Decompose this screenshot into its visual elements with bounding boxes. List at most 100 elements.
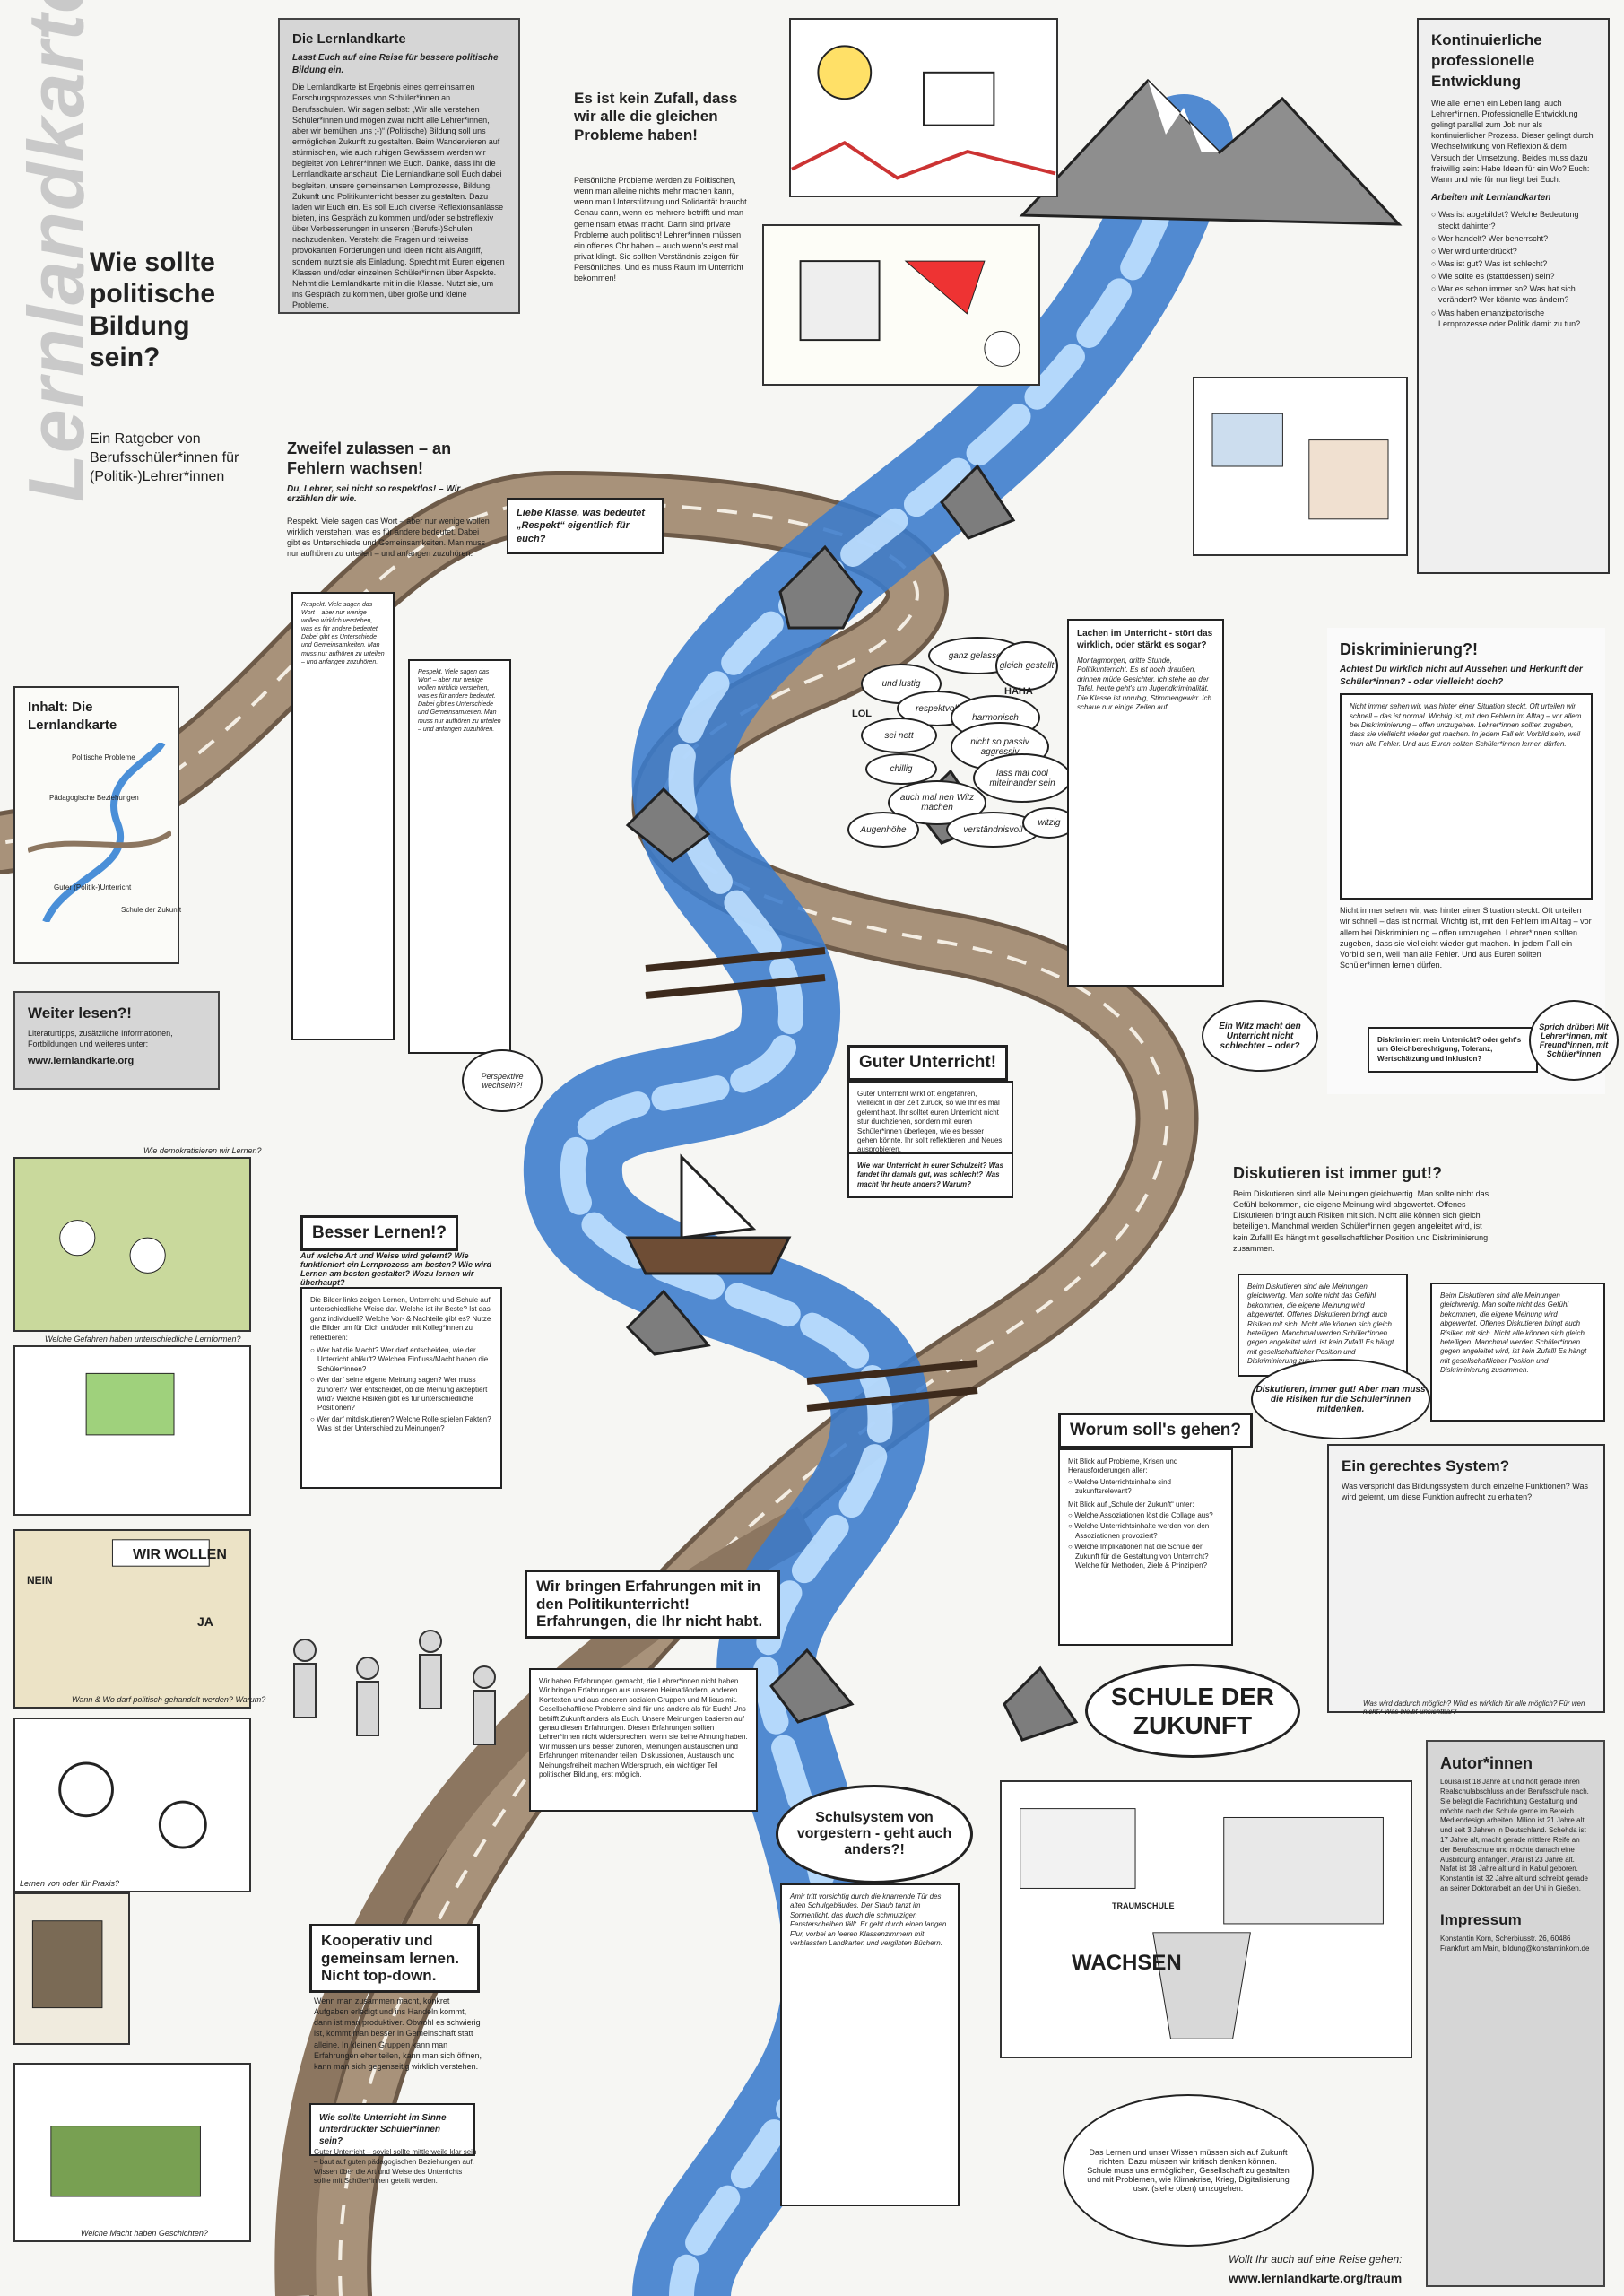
list-item: Welche Unterrichtsinhalte sind zukunftsr…	[1074, 1478, 1223, 1497]
inhalt-panel: Inhalt: Die Lernlandkarte	[13, 686, 179, 964]
perspektive-bubble: Perspektive wechseln?!	[462, 1049, 543, 1112]
laugh-bubble: chillig	[865, 753, 937, 785]
kontinuierlich-panel: Kontinuierliche professionelle Entwicklu…	[1417, 18, 1610, 574]
left-illustration	[13, 1529, 251, 1709]
besser-lernen-lead: Auf welche Art und Weise wird gelernt? W…	[300, 1251, 491, 1287]
inhalt-label: Politische Probleme	[72, 753, 135, 761]
liebe-klasse-note: Liebe Klasse, was bedeutet „Respekt“ eig…	[507, 498, 664, 554]
gerechtes-title: Ein gerechtes System?	[1342, 1457, 1510, 1474]
zweifel-lead: Du, Lehrer, sei nicht so respektlos! – W…	[287, 484, 461, 504]
list-item: War es schon immer so? Was hat sich verä…	[1438, 283, 1595, 305]
schule-zukunft-banner: SCHULE DER ZUKUNFT	[1085, 1664, 1300, 1758]
gerechtes-body: Was verspricht das Bildungssystem durch …	[1342, 1481, 1588, 1502]
autor-panel: Autor*innen Louisa ist 18 Jahre alt und …	[1426, 1740, 1605, 2287]
guter-unterricht-question: Wie war Unterricht in eurer Schulzeit? W…	[847, 1152, 1013, 1199]
inhalt-title: Inhalt: Die Lernlandkarte	[28, 700, 117, 734]
main-title: Wie sollte politische Bildung sein?	[90, 248, 216, 373]
laugh-bubble: gleich gestellt	[995, 641, 1058, 691]
guter-unterricht-body: Guter Unterricht wirkt oft eingefahren, …	[847, 1081, 1013, 1164]
stories-note: Respekt. Viele sagen das Wort – aber nur…	[291, 592, 395, 1040]
diskriminierung-body: Nicht immer sehen wir, was hinter einer …	[1340, 906, 1592, 970]
kontinuierlich-sub: Arbeiten mit Lernlandkarten	[1431, 192, 1551, 203]
sprich-bubble: Sprich drüber! Mit Lehrer*innen, mit Fre…	[1529, 1000, 1619, 1081]
left-illustration	[13, 1157, 251, 1332]
zweifel-title: Zweifel zulassen – an Fehlern wachsen!	[287, 439, 452, 477]
side-caption: Wie demokratisieren wir Lernen?	[143, 1146, 262, 1155]
kooperativ-body: Wenn man zusammen macht, konkret Aufgabe…	[314, 1996, 482, 2071]
list-item: Wer handelt? Wer beherrscht?	[1438, 233, 1595, 244]
guter-unterricht-title: Guter Unterricht!	[847, 1045, 1009, 1081]
autor-title: Autor*innen	[1440, 1754, 1533, 1772]
laugh-text: LOL	[852, 709, 872, 719]
kontinuierlich-questions: Was ist abgebildet? Welche Bedeutung ste…	[1431, 209, 1595, 328]
impressum-body: Konstantin Korn, Scherbiusstr. 26, 60486…	[1440, 1934, 1590, 1952]
inhalt-label: Guter (Politik-)Unterricht	[54, 883, 132, 891]
laugh-bubble: Augenhöhe	[847, 812, 919, 848]
boat	[625, 1153, 792, 1275]
side-caption: Welche Macht haben Geschichten?	[81, 2229, 208, 2238]
kooperativ-title: Kooperativ und gemeinsam lernen. Nicht t…	[309, 1924, 480, 1993]
intro-title: Die Lernlandkarte	[292, 31, 406, 47]
mini-map	[27, 740, 173, 924]
diskriminierung-lead: Achtest Du wirklich nicht auf Aussehen u…	[1340, 665, 1583, 687]
worum-title: Worum soll's gehen?	[1058, 1413, 1254, 1448]
people-silhouettes	[293, 1630, 496, 1745]
list-item: Welche Assoziationen löst die Collage au…	[1074, 1511, 1223, 1520]
weiter-panel: Weiter lesen?! Literaturtipps, zusätzlic…	[13, 991, 220, 1090]
subtitle: Ein Ratgeber von Berufsschüler*innen für…	[90, 431, 239, 484]
diskutieren-story: Beim Diskutieren sind alle Meinungen gle…	[1238, 1274, 1408, 1377]
intro-panel: Die Lernlandkarte Lasst Euch auf eine Re…	[278, 18, 520, 314]
side-caption: Welche Gefahren haben unterschiedliche L…	[45, 1335, 241, 1344]
erfahrungen-title: Wir bringen Erfahrungen mit in den Polit…	[525, 1570, 780, 1639]
left-illustration	[13, 1718, 251, 1892]
lachen-note: Lachen im Unterricht - stört das wirklic…	[1067, 619, 1224, 987]
zweifel-body-repeat: Respekt. Viele sagen das Wort – aber nur…	[301, 602, 385, 665]
bridge	[645, 947, 978, 1412]
diskriminierung-box: Diskriminiert mein Unterricht? oder geht…	[1368, 1027, 1538, 1074]
side-caption: Lernen von oder für Praxis?	[20, 1879, 120, 1888]
diskriminierung-body: Nicht immer sehen wir, was hinter einer …	[1350, 702, 1582, 748]
diskutieren-body-repeat: Beim Diskutieren sind alle Meinungen gle…	[1440, 1292, 1587, 1375]
kontinuierlich-title: Kontinuierliche professionelle Entwicklu…	[1431, 31, 1542, 90]
laugh-bubble: sei nett	[861, 718, 937, 753]
stories-note: Respekt. Viele sagen das Wort – aber nur…	[408, 659, 511, 1054]
left-illustration	[13, 2063, 251, 2242]
collage-label: TRAUMSCHULE	[1112, 1901, 1175, 1910]
schulsystem-title: Schulsystem von vorgestern - geht auch a…	[796, 1810, 952, 1857]
gerechtes-caption: Was wird dadurch möglich? Wird es wirkli…	[1363, 1700, 1585, 1716]
list-item: Welche Implikationen hat die Schule der …	[1074, 1543, 1223, 1570]
weiter-link[interactable]: www.lernlandkarte.org	[28, 1056, 135, 1067]
diskutieren-story: Beim Diskutieren sind alle Meinungen gle…	[1430, 1283, 1605, 1422]
erfahrungen-body: Wir haben Erfahrungen gemacht, die Lehre…	[529, 1668, 758, 1812]
schulsystem-body: Amir tritt vorsichtig durch die knarrend…	[790, 1892, 947, 1947]
illustration-panel	[1193, 377, 1408, 556]
illustration-panel	[789, 18, 1058, 197]
zukunft-bubble: Das Lernen und unser Wissen müssen sich …	[1063, 2094, 1314, 2247]
kein-zufall-body: Persönliche Probleme werden zu Politisch…	[574, 176, 750, 283]
reise-prompt: Wollt Ihr auch auf eine Reise gehen:	[1229, 2253, 1403, 2266]
side-caption: Wann & Wo darf politisch gehandelt werde…	[72, 1695, 266, 1704]
zweifel-body: Respekt. Viele sagen das Wort – aber nur…	[287, 517, 490, 559]
list-item: Was ist gut? Was ist schlecht?	[1438, 258, 1595, 269]
reise-link[interactable]: www.lernlandkarte.org/traum	[1229, 2271, 1403, 2285]
diskriminierung-title: Diskriminierung?!	[1340, 640, 1479, 658]
intro-body: Die Lernlandkarte ist Ergebnis eines gem…	[292, 83, 505, 310]
zweifel-body-repeat: Respekt. Viele sagen das Wort – aber nur…	[418, 669, 501, 733]
list-item: Wer hat die Macht? Wer darf entscheiden,…	[317, 1346, 492, 1374]
schulsystem-story: Amir tritt vorsichtig durch die knarrend…	[780, 1883, 960, 2206]
list-item: Was ist abgebildet? Welche Bedeutung ste…	[1438, 209, 1595, 230]
list-item: Wie sollte es (stattdessen) sein?	[1438, 271, 1595, 282]
list-item: Was haben emanzipatorische Lernprozesse …	[1438, 308, 1595, 329]
diskutieren-bubble: Diskutieren, immer gut! Aber man muss di…	[1251, 1359, 1430, 1439]
impressum-title: Impressum	[1440, 1910, 1522, 1928]
lachen-body: Montagmorgen, dritte Stunde, Politikunte…	[1077, 657, 1211, 711]
vertical-title: Lernlandkarte	[12, 0, 100, 502]
besser-lernen-title: Besser Lernen!?	[300, 1215, 458, 1251]
autor-body: Louisa ist 18 Jahre alt und holt gerade …	[1440, 1778, 1589, 1893]
nein-label: NEIN	[27, 1574, 53, 1587]
illustration-panel	[762, 224, 1040, 386]
left-illustration	[13, 1892, 130, 2045]
worum-item: Mit Blick auf Probleme, Krisen und Herau…	[1068, 1457, 1178, 1475]
diskutieren-body-repeat: Beim Diskutieren sind alle Meinungen gle…	[1247, 1283, 1394, 1366]
lachen-title: Lachen im Unterricht - stört das wirklic…	[1077, 629, 1213, 650]
